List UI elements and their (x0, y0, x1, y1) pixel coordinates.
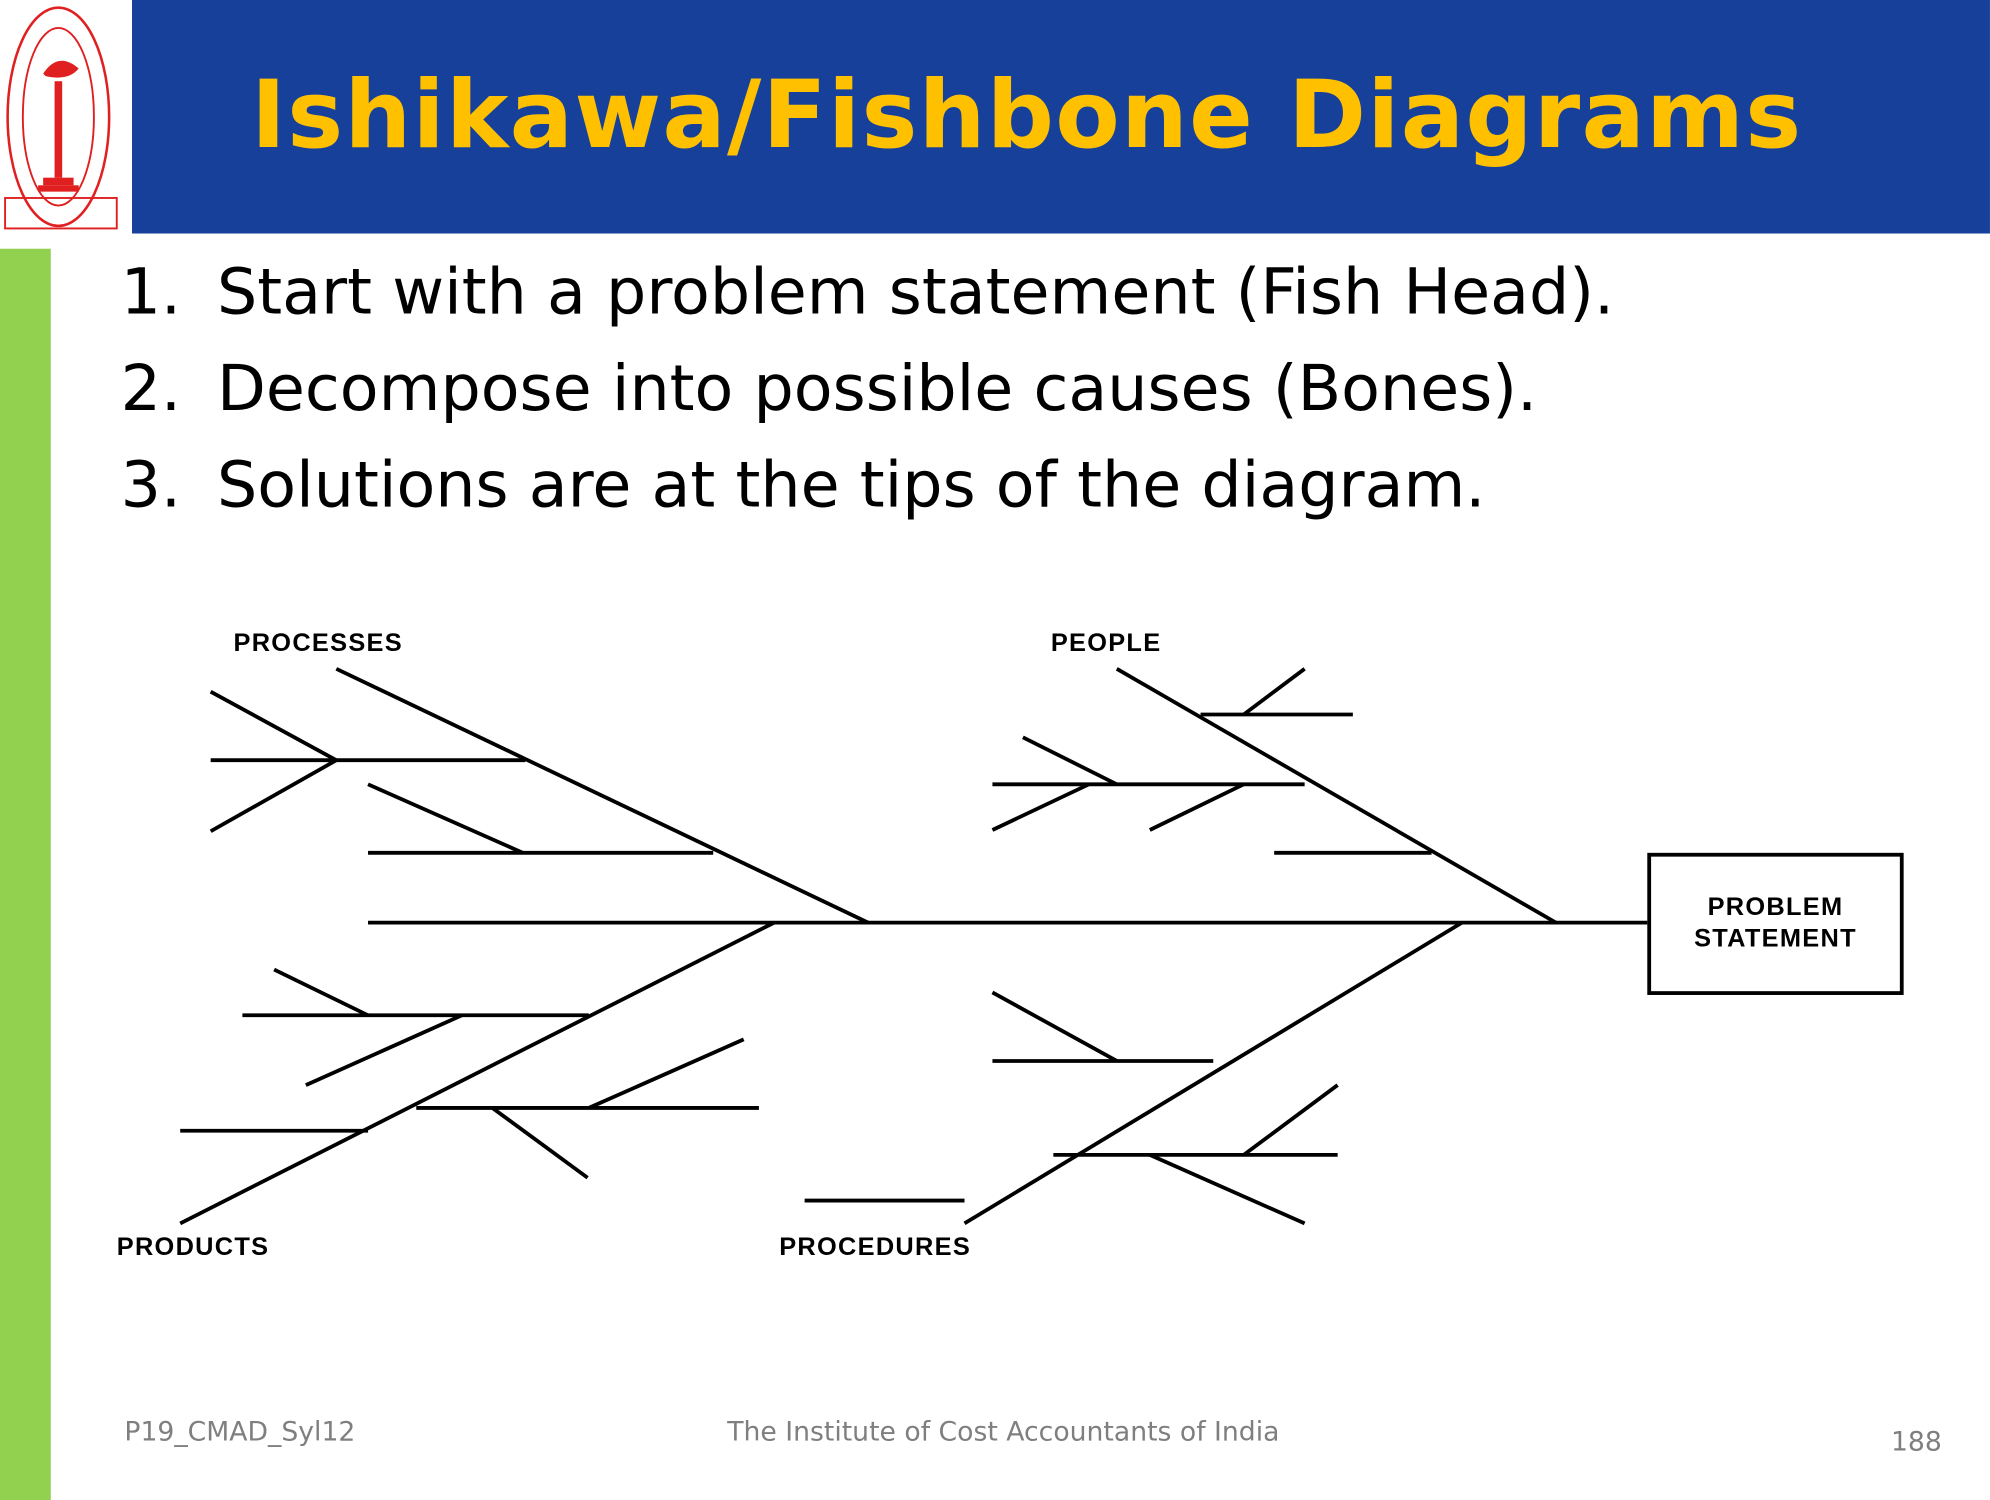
step-number: 1. (120, 255, 182, 329)
step-text: Start with a problem statement (Fish Hea… (217, 255, 1615, 329)
step-item: 3. Solutions are at the tips of the diagr… (121, 437, 1615, 533)
bone-people (991, 667, 1557, 925)
category-processes: PROCESSES (233, 629, 403, 658)
bone-processes (209, 667, 869, 925)
step-text: Decompose into possible causes (Bones). (217, 351, 1538, 426)
bone-procedures (804, 921, 1463, 1226)
category-procedures: PROCEDURES (779, 1233, 972, 1262)
side-accent-bar (0, 248, 51, 1500)
slide-title: Ishikawa/Fishbone Diagrams (250, 60, 1803, 171)
footer-code: P19_CMAD_Syl12 (124, 1416, 356, 1447)
problem-statement-box: PROBLEM STATEMENT (1647, 852, 1904, 995)
problem-line-1: PROBLEM (1707, 893, 1844, 922)
category-products: PRODUCTS (116, 1233, 270, 1262)
header-bar (131, 0, 1990, 234)
problem-line-2: STATEMENT (1694, 925, 1857, 954)
step-number: 3. (120, 447, 182, 522)
page-number: 188 (1890, 1426, 1942, 1457)
bone-products (179, 920, 776, 1226)
footer-org: The Institute of Cost Accountants of Ind… (727, 1416, 1280, 1447)
step-number: 2. (120, 351, 182, 426)
step-text: Solutions are at the tips of the diagram… (217, 447, 1486, 522)
step-item: 1. Start with a problem statement (Fish H… (121, 244, 1615, 340)
institute-logo (0, 0, 132, 234)
step-item: 2. Decompose into possible causes (Bones)… (121, 340, 1615, 436)
steps-list: 1. Start with a problem statement (Fish H… (121, 244, 1615, 533)
category-people: PEOPLE (1050, 629, 1162, 658)
